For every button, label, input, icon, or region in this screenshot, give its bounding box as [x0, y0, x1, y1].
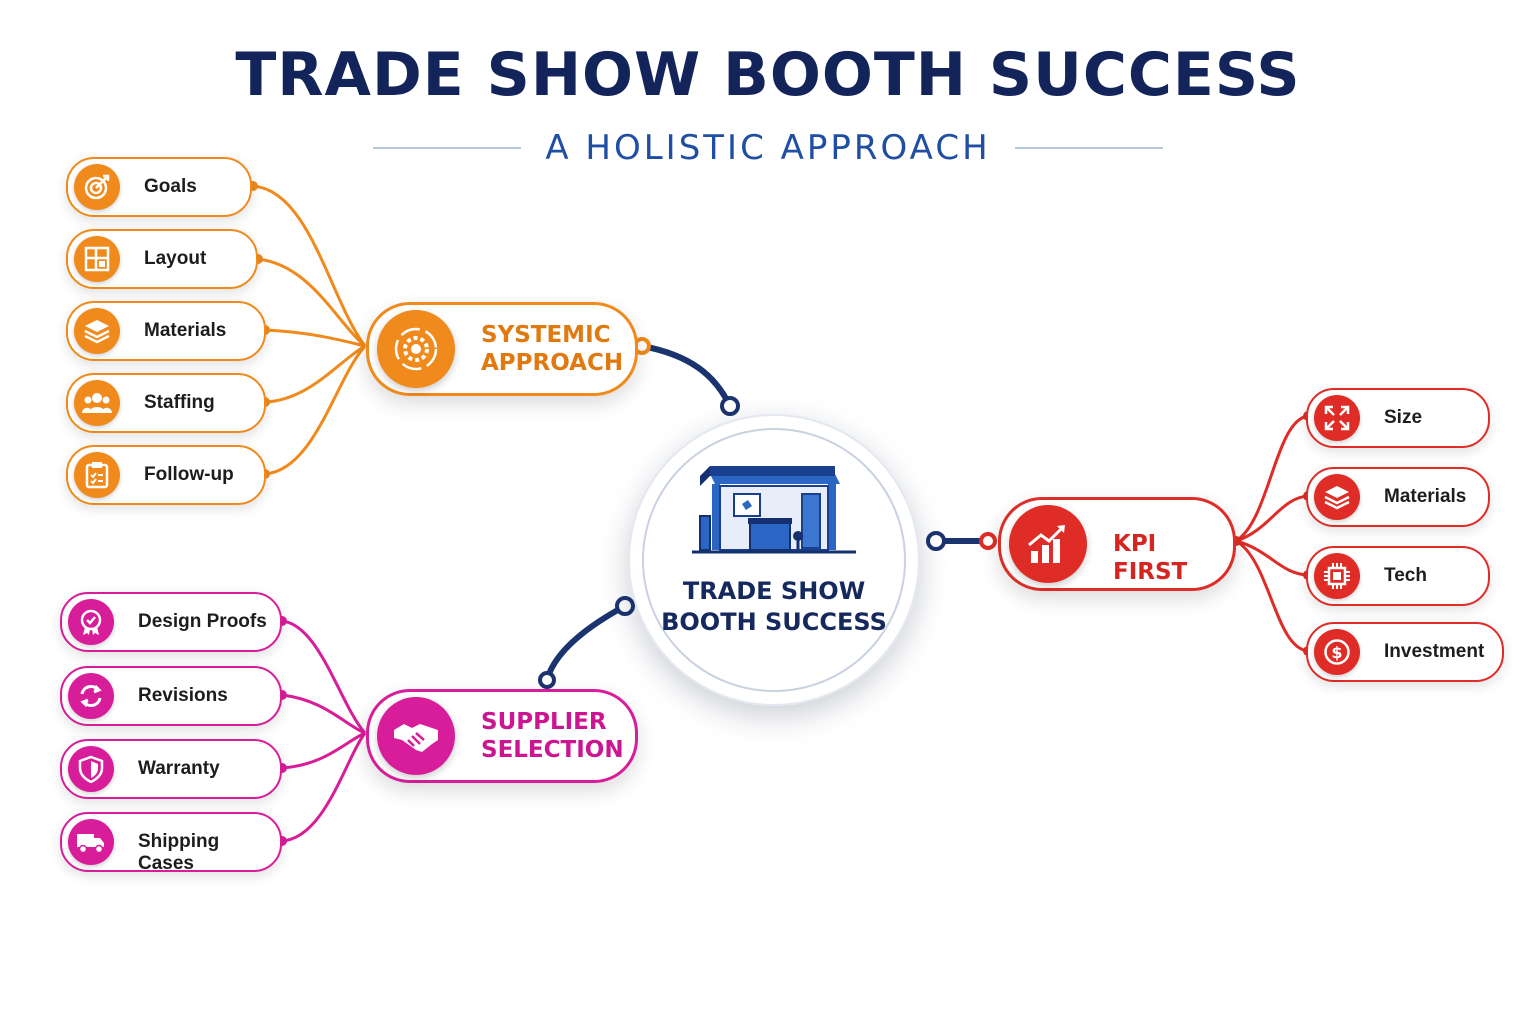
center-node[interactable]: TRADE SHOW BOOTH SUCCESS [628, 414, 920, 706]
page-title: TRADE SHOW BOOTH SUCCESS [235, 40, 1301, 110]
layers-icon [74, 308, 120, 354]
subtitle-rule-right [1014, 147, 1163, 149]
layers-icon [1314, 474, 1360, 520]
layout-grid-icon [74, 236, 120, 282]
leaf-label: Investment [1384, 641, 1485, 662]
hub-label: KPI FIRST [1113, 531, 1188, 585]
people-icon [74, 380, 120, 426]
center-ring [642, 428, 906, 692]
subtitle: A HOLISTIC APPROACH [545, 128, 991, 168]
leaf-size[interactable]: Size [1306, 388, 1490, 448]
growth-chart-icon [1009, 505, 1087, 583]
leaf-label: Design Proofs [138, 611, 267, 632]
chip-icon [1314, 553, 1360, 599]
leaf-label: Materials [144, 320, 227, 341]
leaf-design-proofs[interactable]: Design Proofs [60, 592, 282, 652]
leaf-label: Size [1384, 407, 1423, 428]
leaf-follow-up[interactable]: Follow-up [66, 445, 266, 505]
gear-icon [377, 310, 455, 388]
expand-icon [1314, 395, 1360, 441]
connector-systemic [639, 343, 733, 409]
leaf-staffing[interactable]: Staffing [66, 373, 266, 433]
clipboard-icon [74, 452, 120, 498]
handshake-icon [377, 697, 455, 775]
leaf-label: Goals [144, 176, 197, 197]
subtitle-row: A HOLISTIC APPROACH [0, 126, 1536, 170]
leaf-goals[interactable]: Goals [66, 157, 252, 217]
hub-label: SUPPLIER SELECTION [481, 709, 624, 763]
hub-systemic-approach[interactable]: SYSTEMIC APPROACH [366, 302, 638, 396]
hub-kpi-first[interactable]: KPI FIRST [998, 497, 1236, 591]
booth-icon [690, 460, 858, 570]
shield-icon [68, 746, 114, 792]
leaf-materials[interactable]: Materials [66, 301, 266, 361]
leaf-label: Tech [1384, 565, 1427, 586]
leaf-layout[interactable]: Layout [66, 229, 258, 289]
leaf-revisions[interactable]: Revisions [60, 666, 282, 726]
hub-supplier-selection[interactable]: SUPPLIER SELECTION [366, 689, 638, 783]
leaf-label: Revisions [138, 685, 228, 706]
leaf-investment[interactable]: $ Investment [1306, 622, 1504, 682]
hub-label: SYSTEMIC APPROACH [481, 322, 624, 376]
truck-icon [68, 819, 114, 865]
award-badge-icon [68, 599, 114, 645]
leaf-label: Follow-up [144, 464, 234, 485]
leaf-label: Warranty [138, 758, 220, 779]
leaf-shipping-cases[interactable]: Shipping Cases [60, 812, 282, 874]
leaf-kpi-materials[interactable]: Materials [1306, 467, 1490, 527]
leaf-label: Materials [1384, 486, 1467, 507]
leaf-label: Layout [144, 248, 207, 269]
leaf-tech[interactable]: Tech [1306, 546, 1490, 606]
leaf-warranty[interactable]: Warranty [60, 739, 282, 799]
connector-supplier [544, 603, 628, 683]
subtitle-rule-left [373, 147, 522, 149]
center-title: TRADE SHOW BOOTH SUCCESS [661, 577, 887, 636]
refresh-icon [68, 673, 114, 719]
svg-text:$: $ [1331, 643, 1342, 662]
dollar-icon: $ [1314, 629, 1360, 675]
leaf-label: Staffing [144, 392, 215, 413]
target-icon [74, 164, 120, 210]
leaf-label: Shipping Cases [138, 831, 220, 874]
